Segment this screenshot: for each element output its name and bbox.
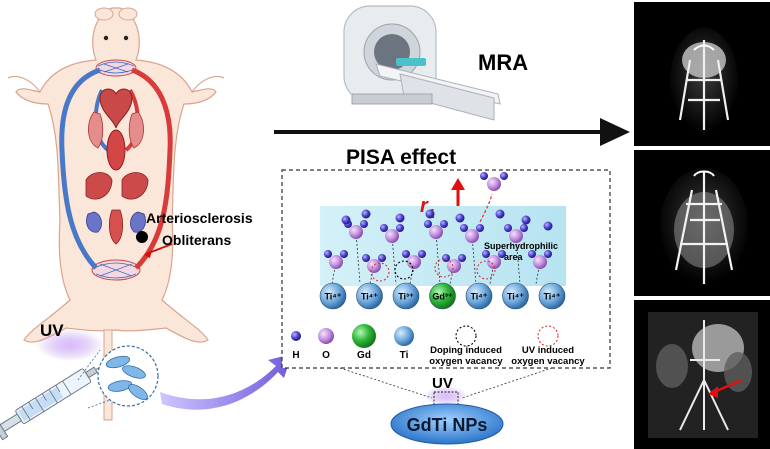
uv-vacancy xyxy=(476,260,496,280)
escaping-water-molecule xyxy=(479,172,508,223)
adsorbed-water-molecules xyxy=(324,209,553,285)
pisa-effect-title: PISA effect xyxy=(346,146,456,169)
ion-ti: Ti⁴⁺ xyxy=(502,282,529,310)
oxygen-vacancies xyxy=(370,258,496,282)
svg-text:oxygen vacancy: oxygen vacancy xyxy=(511,356,585,367)
uv-label-left: UV xyxy=(40,321,64,340)
hydrogen-atom xyxy=(425,209,435,219)
uv-vacancy xyxy=(370,262,390,282)
legend-item-gd: Gd xyxy=(352,324,376,361)
ion-label: Ti⁴⁺ xyxy=(543,292,560,302)
lesion-indicator-arrow xyxy=(713,378,743,394)
legend-item-o: O xyxy=(318,328,334,361)
mri-scanner-icon xyxy=(343,5,501,121)
svg-text:Gd: Gd xyxy=(357,350,371,361)
gdti-nps-label: GdTi NPs xyxy=(407,415,488,435)
svg-text:Doping induced: Doping induced xyxy=(430,345,502,356)
gdti-nps-badge xyxy=(390,403,504,445)
hydrogen-atom xyxy=(341,215,351,225)
flow-curved-arrow xyxy=(160,354,292,410)
svg-text:UV induced: UV induced xyxy=(522,345,574,356)
hydrogen-atom xyxy=(455,213,465,223)
lesion-marker xyxy=(136,231,148,243)
hydrogen-atom xyxy=(521,215,531,225)
ion-label: Ti⁴⁺ xyxy=(507,292,524,302)
mra-label: MRA xyxy=(478,50,528,75)
hydrogen-atom xyxy=(495,209,505,219)
ion-ti: Ti⁴⁺ xyxy=(538,282,566,310)
mra-image-top xyxy=(634,2,770,146)
water-molecule xyxy=(528,250,552,285)
ion-label: Ti³⁺ xyxy=(398,292,414,302)
disease-label-line1: Arteriosclerosis xyxy=(146,210,253,226)
mra-image-bottom xyxy=(634,300,770,449)
superhydrophilic-label-line2: area xyxy=(504,252,524,262)
svg-text:O: O xyxy=(322,350,330,361)
ion-ti: Ti⁴⁺ xyxy=(465,282,493,310)
water-molecule xyxy=(424,220,448,285)
water-molecule xyxy=(504,224,528,285)
water-molecule xyxy=(344,220,368,285)
ion-label: Ti⁴⁺ xyxy=(324,292,341,302)
syringe-icon xyxy=(0,329,159,441)
uv-vacancy xyxy=(434,258,454,278)
ion-label: Gd³⁺ xyxy=(432,292,452,302)
r1-up-arrow xyxy=(451,178,465,190)
ion-row: Ti⁴⁺ Ti⁴⁺ Ti³⁺ Gd³⁺ Ti⁴⁺ Ti⁴⁺ Ti⁴⁺ xyxy=(319,282,566,310)
water-molecule xyxy=(324,250,348,285)
hydrogen-atom xyxy=(395,213,405,223)
water-molecule xyxy=(460,224,484,285)
rat-anatomy-illustration xyxy=(7,7,225,421)
hydrogen-atom xyxy=(543,221,553,231)
ion-gd: Gd³⁺ xyxy=(429,282,456,310)
ion-ti: Ti³⁺ xyxy=(392,282,420,310)
mra-image-middle xyxy=(634,150,770,296)
ion-label: Ti⁴⁺ xyxy=(361,292,378,302)
uv-label-center: UV xyxy=(432,375,453,392)
legend-item-ti: Ti xyxy=(394,326,414,361)
legend-item-h: H xyxy=(291,331,301,361)
superhydrophilic-label-line1: Superhydrophilic xyxy=(484,241,558,251)
svg-text:Ti: Ti xyxy=(400,350,409,361)
water-molecule xyxy=(482,250,506,285)
ion-ti: Ti⁴⁺ xyxy=(319,282,347,310)
svg-text:oxygen vacancy: oxygen vacancy xyxy=(429,356,503,367)
doping-vacancy xyxy=(394,260,414,280)
water-molecule xyxy=(362,254,386,285)
water-molecule xyxy=(402,250,426,285)
ion-label: Ti⁴⁺ xyxy=(470,292,487,302)
svg-text:H: H xyxy=(292,350,299,361)
hydrogen-atom xyxy=(361,209,371,219)
ion-ti: Ti⁴⁺ xyxy=(356,282,383,310)
disease-label-line2: Obliterans xyxy=(162,232,231,248)
water-molecule xyxy=(380,224,404,285)
